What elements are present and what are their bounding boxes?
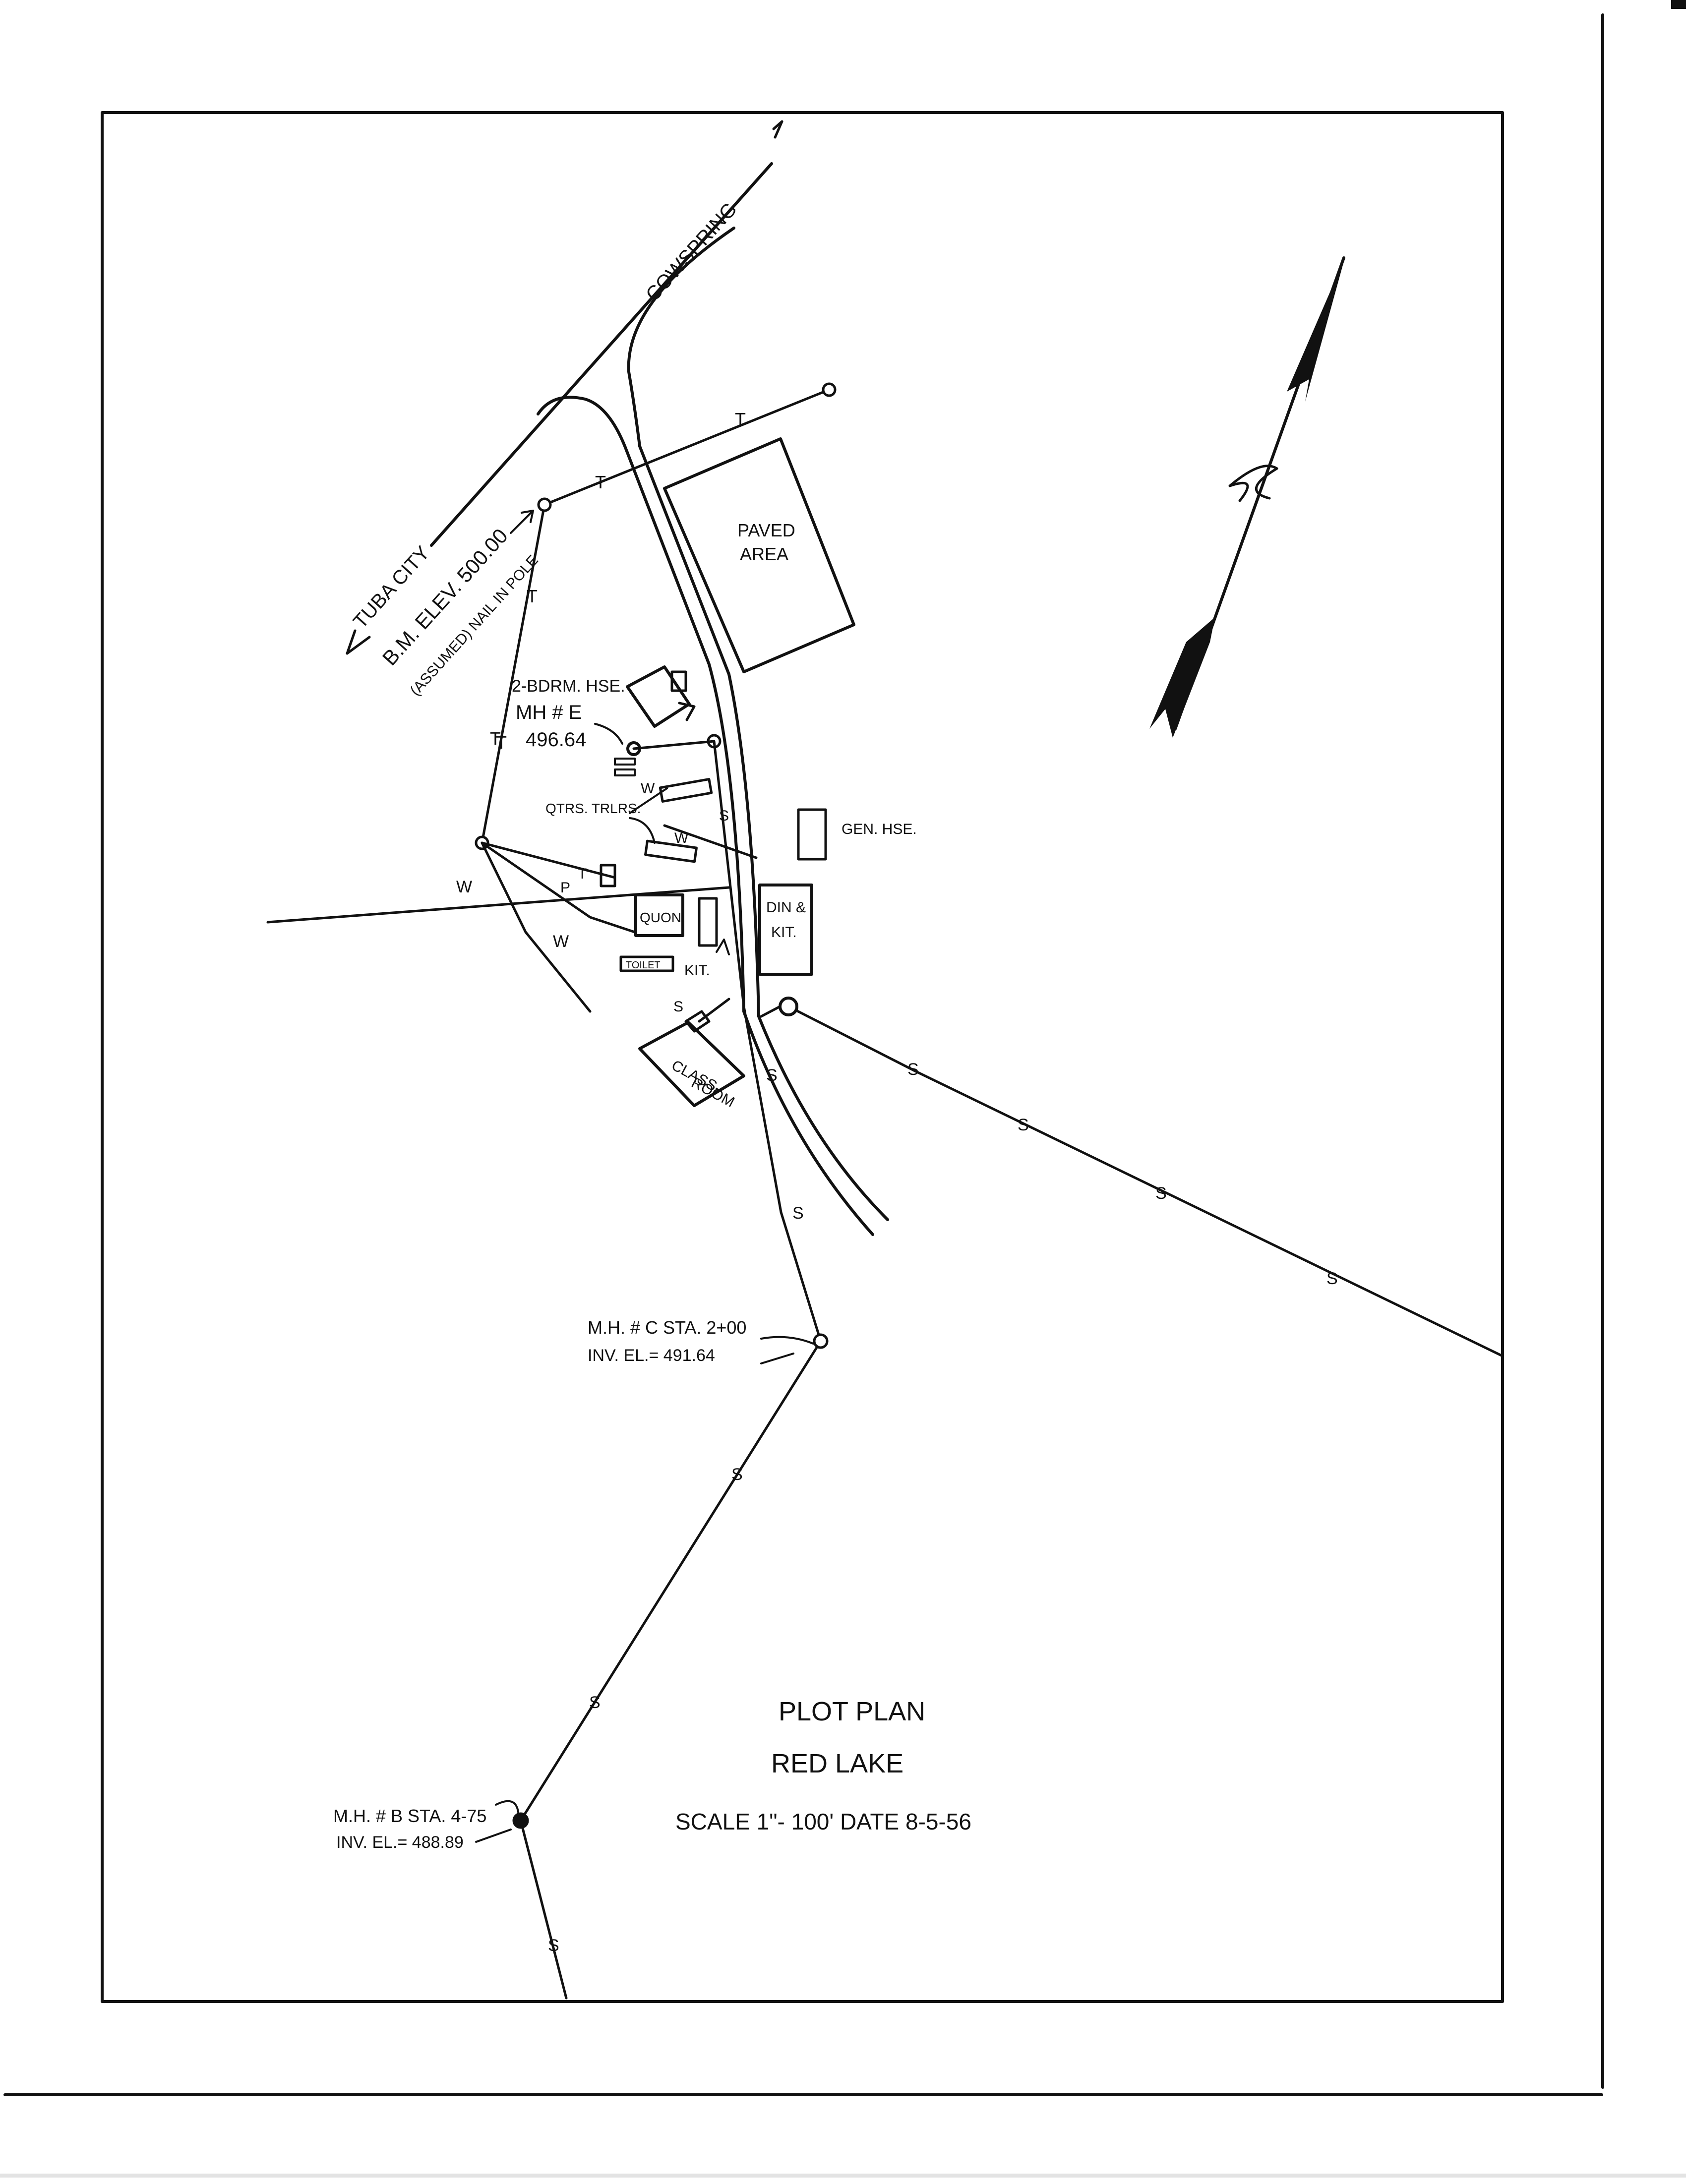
cowspring-label: COWSPRING xyxy=(642,198,741,305)
sewer-code-11: S xyxy=(1326,1269,1338,1288)
tuba-city-arrow-icon xyxy=(346,629,371,655)
plot-plan-title: PLOT PLAN xyxy=(779,1697,925,1726)
sewer-code-6: S xyxy=(589,1693,601,1712)
septic-mark-2 xyxy=(614,768,636,776)
sewer-code-5: S xyxy=(731,1465,743,1484)
manhole-c xyxy=(813,1333,829,1349)
classroom-walk xyxy=(698,998,730,1023)
toilet xyxy=(619,955,674,972)
qtrs-leader xyxy=(629,787,668,844)
north-arrow-tail-icon xyxy=(1149,617,1215,738)
classroom xyxy=(638,1021,745,1107)
toilet-label: TOILET xyxy=(626,960,661,971)
sewer-code-10: S xyxy=(1155,1184,1167,1203)
classroom-entry xyxy=(684,1010,711,1033)
water-code-4: W xyxy=(641,780,655,797)
sewer-connector xyxy=(760,1005,782,1018)
benchmark-arrow-icon xyxy=(510,510,534,534)
water-line-main xyxy=(266,886,730,924)
manhole-b-elev: INV. EL.= 488.89 xyxy=(336,1833,464,1852)
qtrs-trlrs-label: QTRS. TRLRS. xyxy=(545,801,641,816)
sewer-code-9: S xyxy=(1018,1116,1029,1134)
telephone-line xyxy=(481,388,831,844)
sewer-lateral xyxy=(632,740,716,750)
manhole-c-label: M.H. # C STA. 2+00 xyxy=(588,1317,746,1338)
sewer-east-line xyxy=(787,1005,1504,1358)
cowspring-arrow-icon xyxy=(772,120,783,139)
din-kit-label: DIN & xyxy=(766,899,806,916)
house-porch xyxy=(670,670,687,692)
manhole-b xyxy=(512,1812,529,1829)
water-line-south xyxy=(481,841,592,1013)
house-step xyxy=(678,702,696,721)
north-arrow-head-icon xyxy=(1287,258,1345,402)
telephone-code-3: T xyxy=(527,586,538,606)
drawing-border xyxy=(101,111,1504,2003)
road-edge-east xyxy=(627,227,889,1221)
mh-b-leader xyxy=(475,1800,519,1843)
sewer-code-7: S xyxy=(548,1936,559,1955)
paved-area-label-2: AREA xyxy=(740,544,788,564)
benchmark-pole xyxy=(537,497,552,512)
water-code-2: W xyxy=(553,932,569,951)
telephone-code-2: T xyxy=(735,409,746,429)
septic-mark-1 xyxy=(614,758,636,766)
manhole-d xyxy=(779,997,798,1016)
water-code-1: W xyxy=(456,878,472,896)
telephone-code-6: T xyxy=(490,728,501,749)
sewer-code-3: S xyxy=(766,1066,778,1085)
scale-date: SCALE 1"- 100' DATE 8-5-56 xyxy=(675,1809,971,1834)
paved-area-label: PAVED xyxy=(737,520,795,540)
telephone-code-5: T xyxy=(578,866,587,882)
quonset xyxy=(634,893,684,937)
mh-e-leader xyxy=(594,723,623,745)
telephone-branch xyxy=(481,841,616,879)
dorm-house-label: 2-BDRM. HSE. xyxy=(512,677,625,696)
manhole-e-elev: 496.64 xyxy=(526,729,586,751)
manhole-b-label: M.H. # B STA. 4-75 xyxy=(333,1806,486,1826)
kitchen-shed xyxy=(698,897,718,947)
sewer-main-line xyxy=(519,740,822,2000)
kit-arrow-icon xyxy=(716,939,730,955)
manhole-c-elev: INV. EL.= 491.64 xyxy=(588,1346,715,1365)
dining-kitchen xyxy=(758,884,813,976)
telephone-code-1: T xyxy=(595,472,606,492)
quon-label: QUON. xyxy=(640,910,685,925)
sewer-code-2: S xyxy=(673,999,683,1015)
two-bedroom-house xyxy=(626,665,691,728)
road-loop-west xyxy=(537,396,628,453)
scan-corner-mark xyxy=(1671,0,1686,9)
manhole-e-label: MH # E xyxy=(516,702,582,723)
sewer-code-1: S xyxy=(719,808,729,824)
quarters-trailer-2 xyxy=(644,839,698,863)
north-symbol-icon xyxy=(1228,465,1278,502)
generator-house xyxy=(797,808,827,861)
power-line xyxy=(481,841,636,934)
power-code: P xyxy=(560,880,570,896)
mh-c-leader xyxy=(760,1336,814,1364)
din-kit-label-2: KIT. xyxy=(771,924,797,941)
quarters-trailer-1 xyxy=(659,778,713,803)
telephone-code-4: T xyxy=(496,732,507,753)
trailer-small xyxy=(600,864,616,887)
sewer-code-4: S xyxy=(792,1204,804,1223)
telephone-pole-east xyxy=(822,382,837,397)
gen-hse-label: GEN. HSE. xyxy=(842,821,917,837)
tuba-city-road xyxy=(430,162,773,547)
paved-area xyxy=(663,437,855,673)
kit-label: KIT. xyxy=(684,962,710,979)
road-edge-west xyxy=(625,450,874,1236)
water-branch xyxy=(663,824,758,859)
water-code-3: W xyxy=(674,830,689,846)
red-lake-title: RED LAKE xyxy=(771,1749,903,1778)
sewer-code-8: S xyxy=(907,1060,919,1079)
